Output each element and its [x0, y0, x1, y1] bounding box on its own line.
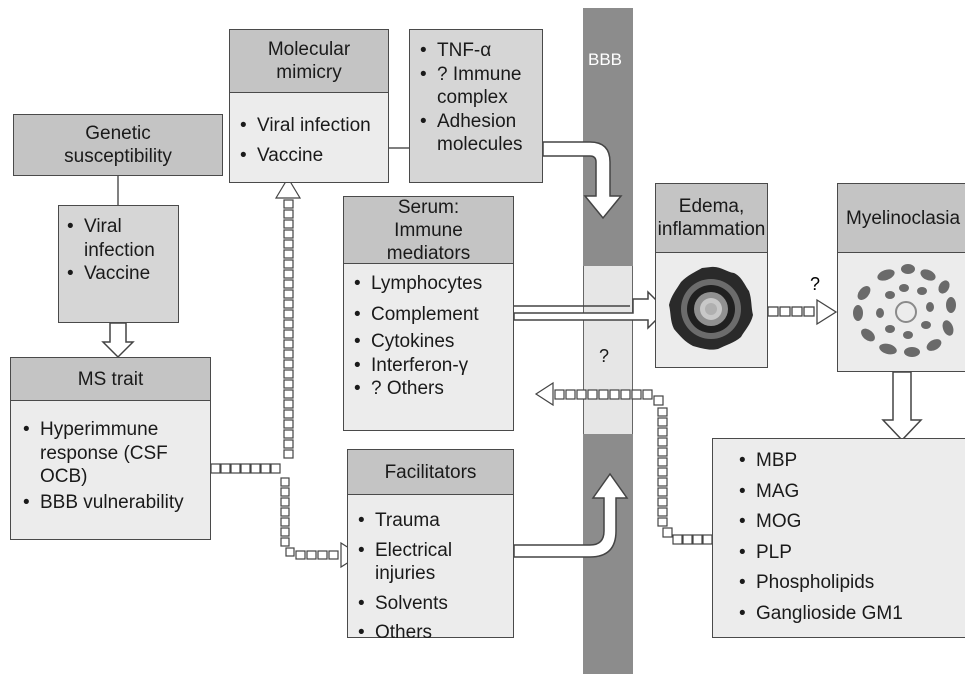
arrow-tnf-to-bbb [542, 141, 623, 220]
arrow-to-ms-trait [101, 322, 135, 359]
ms-trait-body: Hyperimmune response (CSF OCB) BBB vulne… [10, 400, 211, 540]
serum-header: Serum: Immune mediators [343, 196, 514, 264]
list-item: Viral infection [65, 215, 172, 262]
myelinoclasia-image-box [837, 252, 965, 372]
fragmented-myelin-icon [853, 264, 956, 357]
edema-myelino-question: ? [810, 274, 820, 294]
dashed-antigens-to-serum [534, 381, 713, 545]
myelinoclasia-header: Myelinoclasia [837, 183, 965, 253]
list-item: MOG [737, 510, 949, 534]
edema-header: Edema, inflammation [655, 183, 768, 253]
list-item: Adhesion molecules [418, 110, 534, 157]
myelin-antigens-list: MBP MAG MOG PLP Phospholipids Gangliosid… [737, 449, 949, 625]
genetic-susceptibility-box: Genetic susceptibility [13, 114, 223, 176]
list-item: ? Immune complex [418, 63, 534, 110]
list-item: Cytokines [352, 330, 505, 354]
dashed-arrow-edema-myelino [767, 298, 838, 326]
ms-trait-list: Hyperimmune response (CSF OCB) BBB vulne… [21, 418, 200, 514]
molecular-mimicry-body: Viral infection Vaccine [229, 92, 389, 183]
list-item: BBB vulnerability [21, 491, 200, 515]
list-item: Vaccine [65, 262, 172, 286]
list-item: Electrical injuries [356, 539, 505, 586]
inflamed-myelin-icon [669, 266, 753, 350]
edema-image-box [655, 252, 768, 368]
list-item: Phospholipids [737, 571, 949, 595]
myelin-antigens-box: MBP MAG MOG PLP Phospholipids Gangliosid… [712, 438, 965, 638]
list-item: Complement [352, 303, 505, 327]
facilitators-header: Facilitators [347, 449, 514, 495]
bbb-label: BBB [588, 50, 623, 69]
arrow-complement-to-edema [513, 290, 668, 330]
molecular-mimicry-header: Molecular mimicry [229, 29, 389, 93]
bbb-question-mark: ? [599, 346, 610, 366]
dashed-down-to-facilitators [280, 477, 362, 569]
serum-body: Lymphocytes Complement Cytokines Interfe… [343, 263, 514, 431]
list-item: Solvents [356, 592, 505, 616]
molecular-mimicry-list: Viral infection Vaccine [238, 114, 380, 167]
list-item: Ganglioside GM1 [737, 602, 949, 626]
list-item: Lymphocytes [352, 272, 505, 296]
list-item: Vaccine [238, 144, 380, 168]
serum-list: Lymphocytes Complement Cytokines Interfe… [352, 272, 505, 401]
facilitators-list: Trauma Electrical injuries Solvents Othe… [356, 509, 505, 645]
list-item: MAG [737, 480, 949, 504]
ms-trait-header: MS trait [10, 357, 211, 401]
list-item: MBP [737, 449, 949, 473]
dashed-up-to-mimicry [274, 176, 302, 459]
arrow-myelino-to-antigens [881, 371, 923, 442]
bbb-bar-middle [583, 266, 633, 434]
tnf-alpha-box: TNF-α ? Immune complex Adhesion molecule… [409, 29, 543, 183]
list-item: Viral infection [238, 114, 380, 138]
list-item: ? Others [352, 377, 505, 401]
dashed-ms-trait-hub [210, 463, 281, 474]
tnf-alpha-list: TNF-α ? Immune complex Adhesion molecule… [418, 39, 534, 157]
genetic-factors-list: Viral infection Vaccine [65, 215, 172, 286]
list-item: Hyperimmune response (CSF OCB) [21, 418, 200, 489]
list-item: TNF-α [418, 39, 534, 63]
facilitators-body: Trauma Electrical injuries Solvents Othe… [347, 494, 514, 644]
list-item: Trauma [356, 509, 505, 533]
list-item: Others [356, 621, 505, 645]
genetic-factors-box: Viral infection Vaccine [58, 205, 179, 323]
list-item: PLP [737, 541, 949, 565]
list-item: Interferon-γ [352, 354, 505, 378]
arrow-facilitators-to-bbb [513, 472, 629, 558]
bbb-bar-top [583, 8, 633, 266]
